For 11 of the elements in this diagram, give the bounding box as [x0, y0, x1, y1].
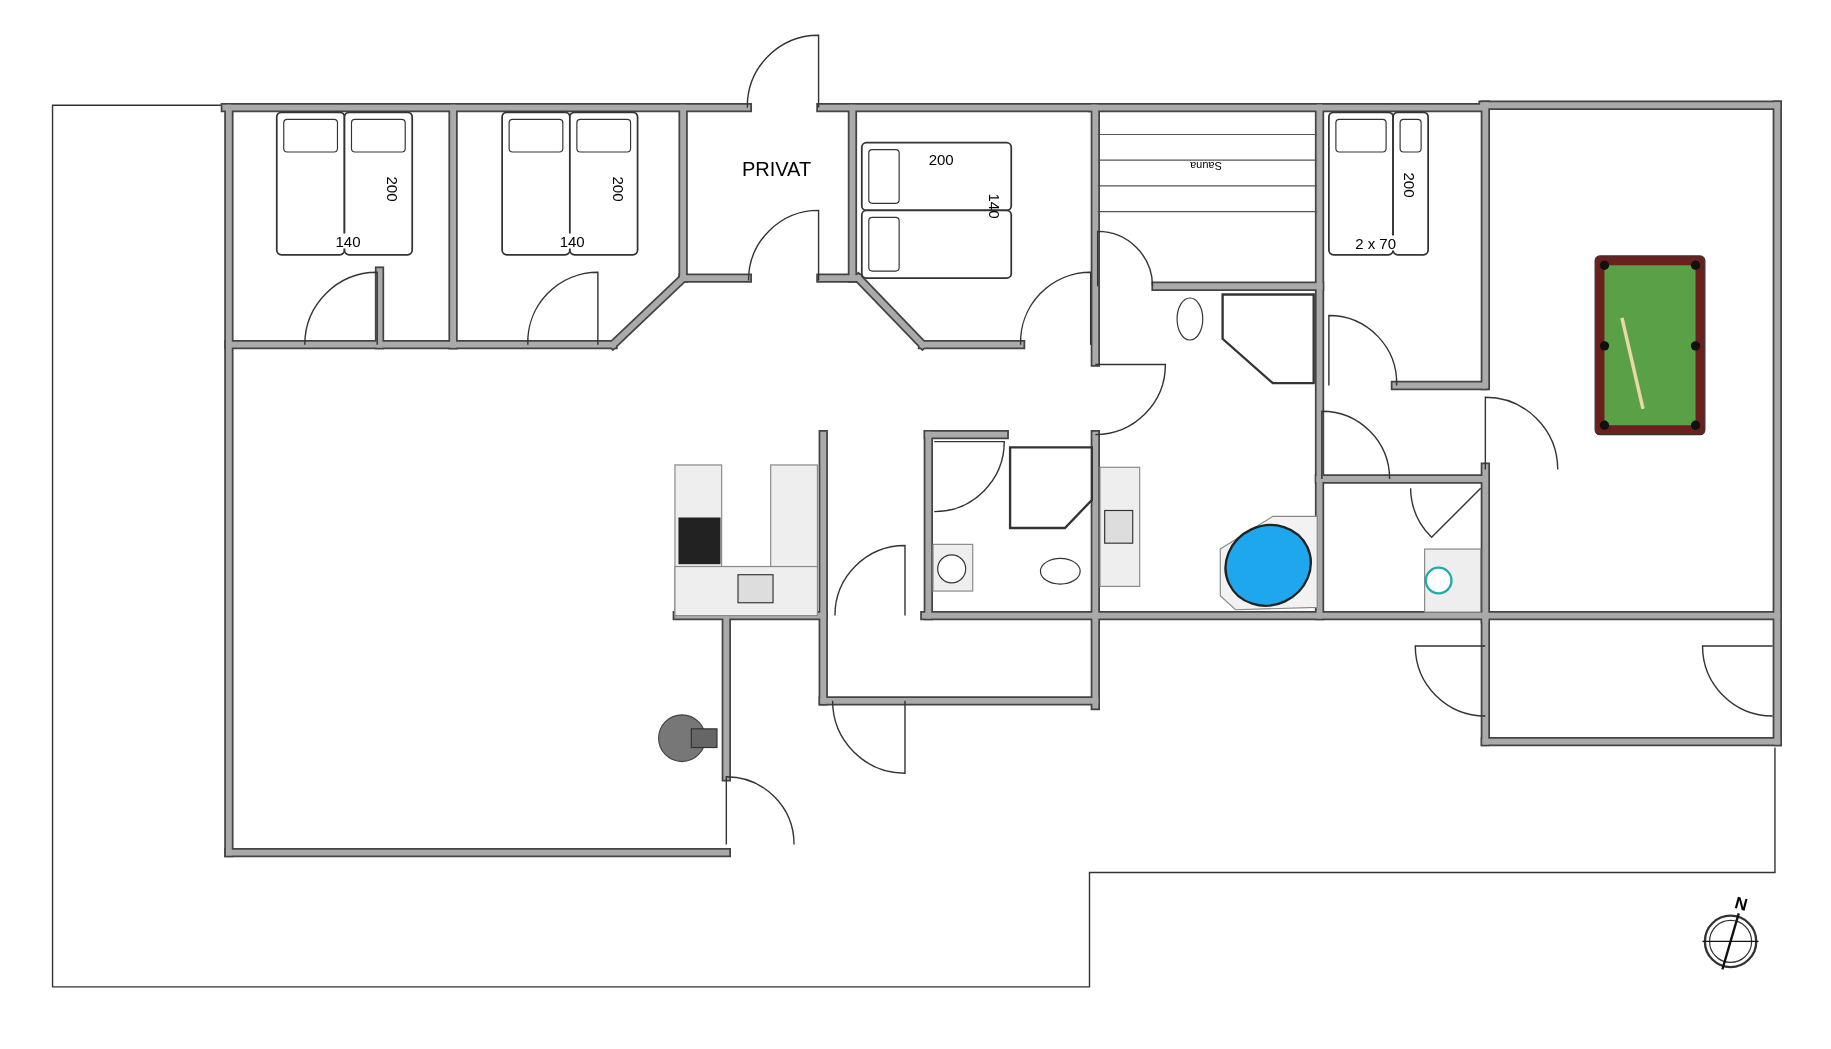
north-label: N	[1732, 894, 1750, 914]
bed-size-label: 140	[558, 233, 586, 249]
bed-size-label: 140	[986, 193, 1002, 219]
room-label: PRIVAT	[741, 159, 812, 180]
bed-size-label: 2 x 70	[1354, 235, 1397, 251]
bed-size-label: 140	[334, 233, 362, 249]
bed-size-label: 200	[928, 151, 954, 167]
bed-size-label: 200	[384, 176, 400, 202]
room-label: Sauna	[1190, 159, 1223, 171]
bed-size-label: 200	[1401, 172, 1417, 197]
bed-size-label: 200	[610, 176, 626, 202]
